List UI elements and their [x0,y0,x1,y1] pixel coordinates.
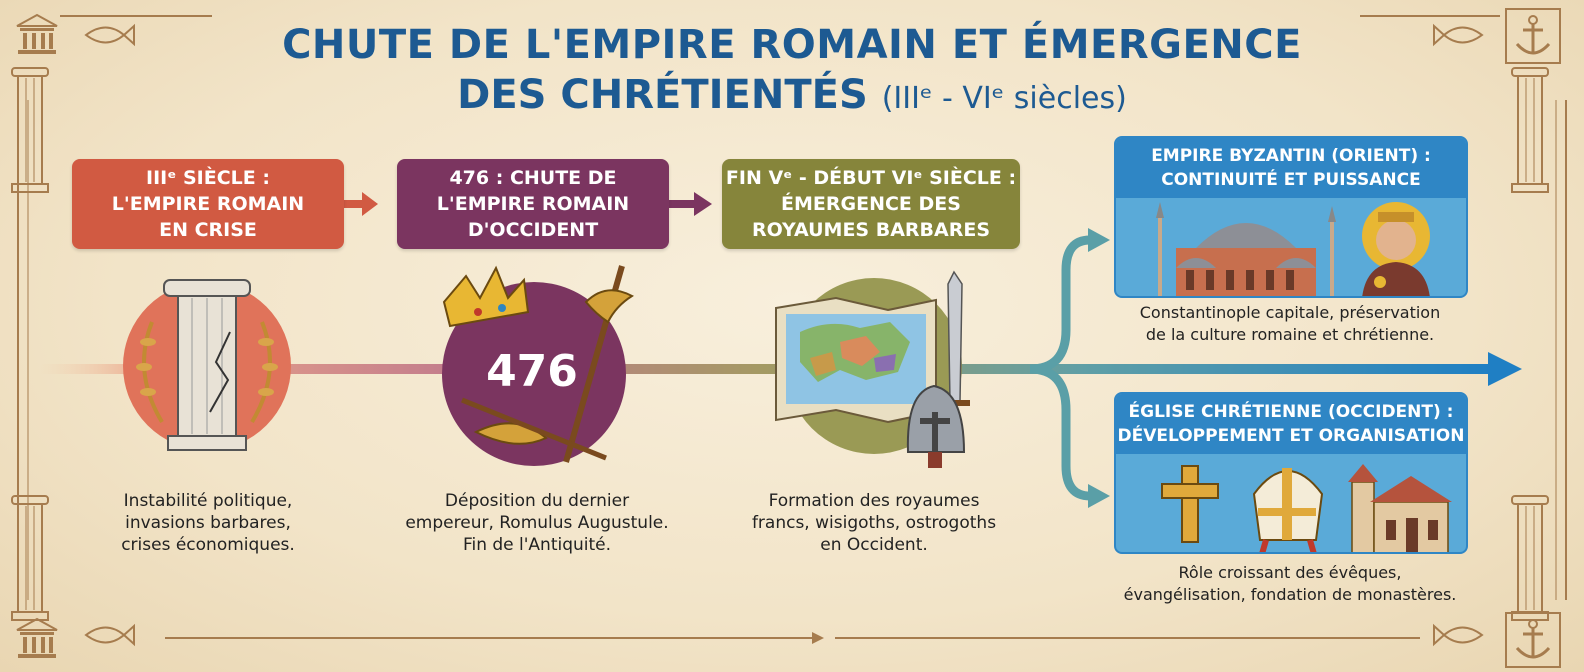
byzantine-title-line: CONTINUITÉ ET PUISSANCE [1161,170,1421,190]
anchor-icon [1505,8,1561,64]
stage-1-desc-line: invasions barbares, [125,513,291,533]
fall-476-illustration [442,265,634,466]
stage-3-title-line: ÉMERGENCE DES [781,193,961,215]
stage-1-desc-line: crises économiques. [121,535,295,555]
temple-icon [16,617,58,658]
church-title-line: ÉGLISE CHRÉTIENNE (OCCIDENT) : [1128,402,1454,422]
column-icon [11,67,49,193]
cross-icon [1161,465,1219,543]
emperor-mosaic-icon [1362,202,1430,296]
laurel-icon [136,321,278,424]
stage-3-title-line: FIN Vᵉ - DÉBUT VIᵉ SIÈCLE : [725,167,1017,189]
fish-icon [1433,23,1484,47]
byzantine-desc-line: de la culture romaine et chrétienne. [1145,325,1435,344]
stage-2-title-line: D'OCCIDENT [467,219,599,241]
fish-icon [84,23,135,47]
stage-2-title: 476 : CHUTE DE L'EMPIRE ROMAIN D'OCCIDEN… [397,159,669,249]
stage-2-desc-line: empereur, Romulus Augustule. [405,513,669,533]
column-icon [1511,495,1549,621]
church-desc-line: Rôle croissant des évêques, [1178,563,1402,582]
barbarian-kingdoms-illustration [775,270,970,468]
stage-2-title-line: L'EMPIRE ROMAIN [436,193,630,215]
stage-3-desc-line: Formation des royaumes [768,491,980,511]
map-icon [775,296,937,424]
stage-3-desc-line: francs, wisigoths, ostrogoths [751,513,997,533]
church-panel-title: ÉGLISE CHRÉTIENNE (OCCIDENT) : DÉVELOPPE… [1116,394,1466,454]
church-panel: ÉGLISE CHRÉTIENNE (OCCIDENT) : DÉVELOPPE… [1114,392,1468,554]
byzantine-description: Constantinople capitale, préservation de… [1114,302,1466,346]
stage-2-desc-line: Déposition du dernier [444,491,630,511]
byzantine-panel-title: EMPIRE BYZANTIN (ORIENT) : CONTINUITÉ ET… [1116,138,1466,198]
page-title-line2-text: DES CHRÉTIENTÉS [457,72,868,118]
page-title-line2: DES CHRÉTIENTÉS (IIIᵉ - VIᵉ siècles) [180,72,1404,118]
fish-icon [84,623,135,647]
eagle-standard-icon [461,265,634,463]
column-icon [1511,67,1549,193]
church-title-line: DÉVELOPPEMENT ET ORGANISATION [1117,426,1465,446]
stage-2-title-line: 476 : CHUTE DE [449,167,617,189]
stage-1-desc-line: Instabilité politique, [123,491,293,511]
stage-1-title: IIIᵉ SIÈCLE : L'EMPIRE ROMAIN EN CRISE [72,159,344,249]
column-icon [123,279,291,451]
stage-3-title-line: ROYAUMES BARBARES [751,219,991,241]
stage-3-title: FIN Vᵉ - DÉBUT VIᵉ SIÈCLE : ÉMERGENCE DE… [722,159,1020,249]
church-illustration [1161,464,1452,552]
church-icon [1348,464,1452,552]
stage-3-desc-line: en Occident. [820,535,928,555]
temple-icon [16,13,58,54]
stage-1-description: Instabilité politique, invasions barbare… [82,490,334,556]
year-badge: 476 [486,346,578,397]
page-subtitle: (IIIᵉ - VIᵉ siècles) [881,81,1127,116]
church-desc-line: évangélisation, fondation de monastères. [1123,585,1457,604]
hagia-sophia-icon [1156,202,1430,296]
column-icon [11,495,49,621]
stage-2-desc-line: Fin de l'Antiquité. [462,535,612,555]
page-title: CHUTE DE L'EMPIRE ROMAIN ET ÉMERGENCE [282,22,1302,68]
helmet-icon [906,384,966,468]
stage-1-title-line: IIIᵉ SIÈCLE : [146,167,270,189]
stage-1-title-line: L'EMPIRE ROMAIN [111,193,305,215]
church-description: Rôle croissant des évêques, évangélisati… [1104,562,1476,606]
stage-2-description: Déposition du dernier empereur, Romulus … [392,490,682,556]
mitre-icon [1252,468,1324,552]
crown-icon [442,265,530,328]
byzantine-desc-line: Constantinople capitale, préservation [1139,303,1441,322]
stage-3-description: Formation des royaumes francs, wisigoths… [726,490,1022,556]
byzantine-title-line: EMPIRE BYZANTIN (ORIENT) : [1151,146,1431,166]
byzantine-panel: EMPIRE BYZANTIN (ORIENT) : CONTINUITÉ ET… [1114,136,1468,298]
fish-icon [1433,623,1484,647]
stage-1-title-line: EN CRISE [159,219,257,241]
